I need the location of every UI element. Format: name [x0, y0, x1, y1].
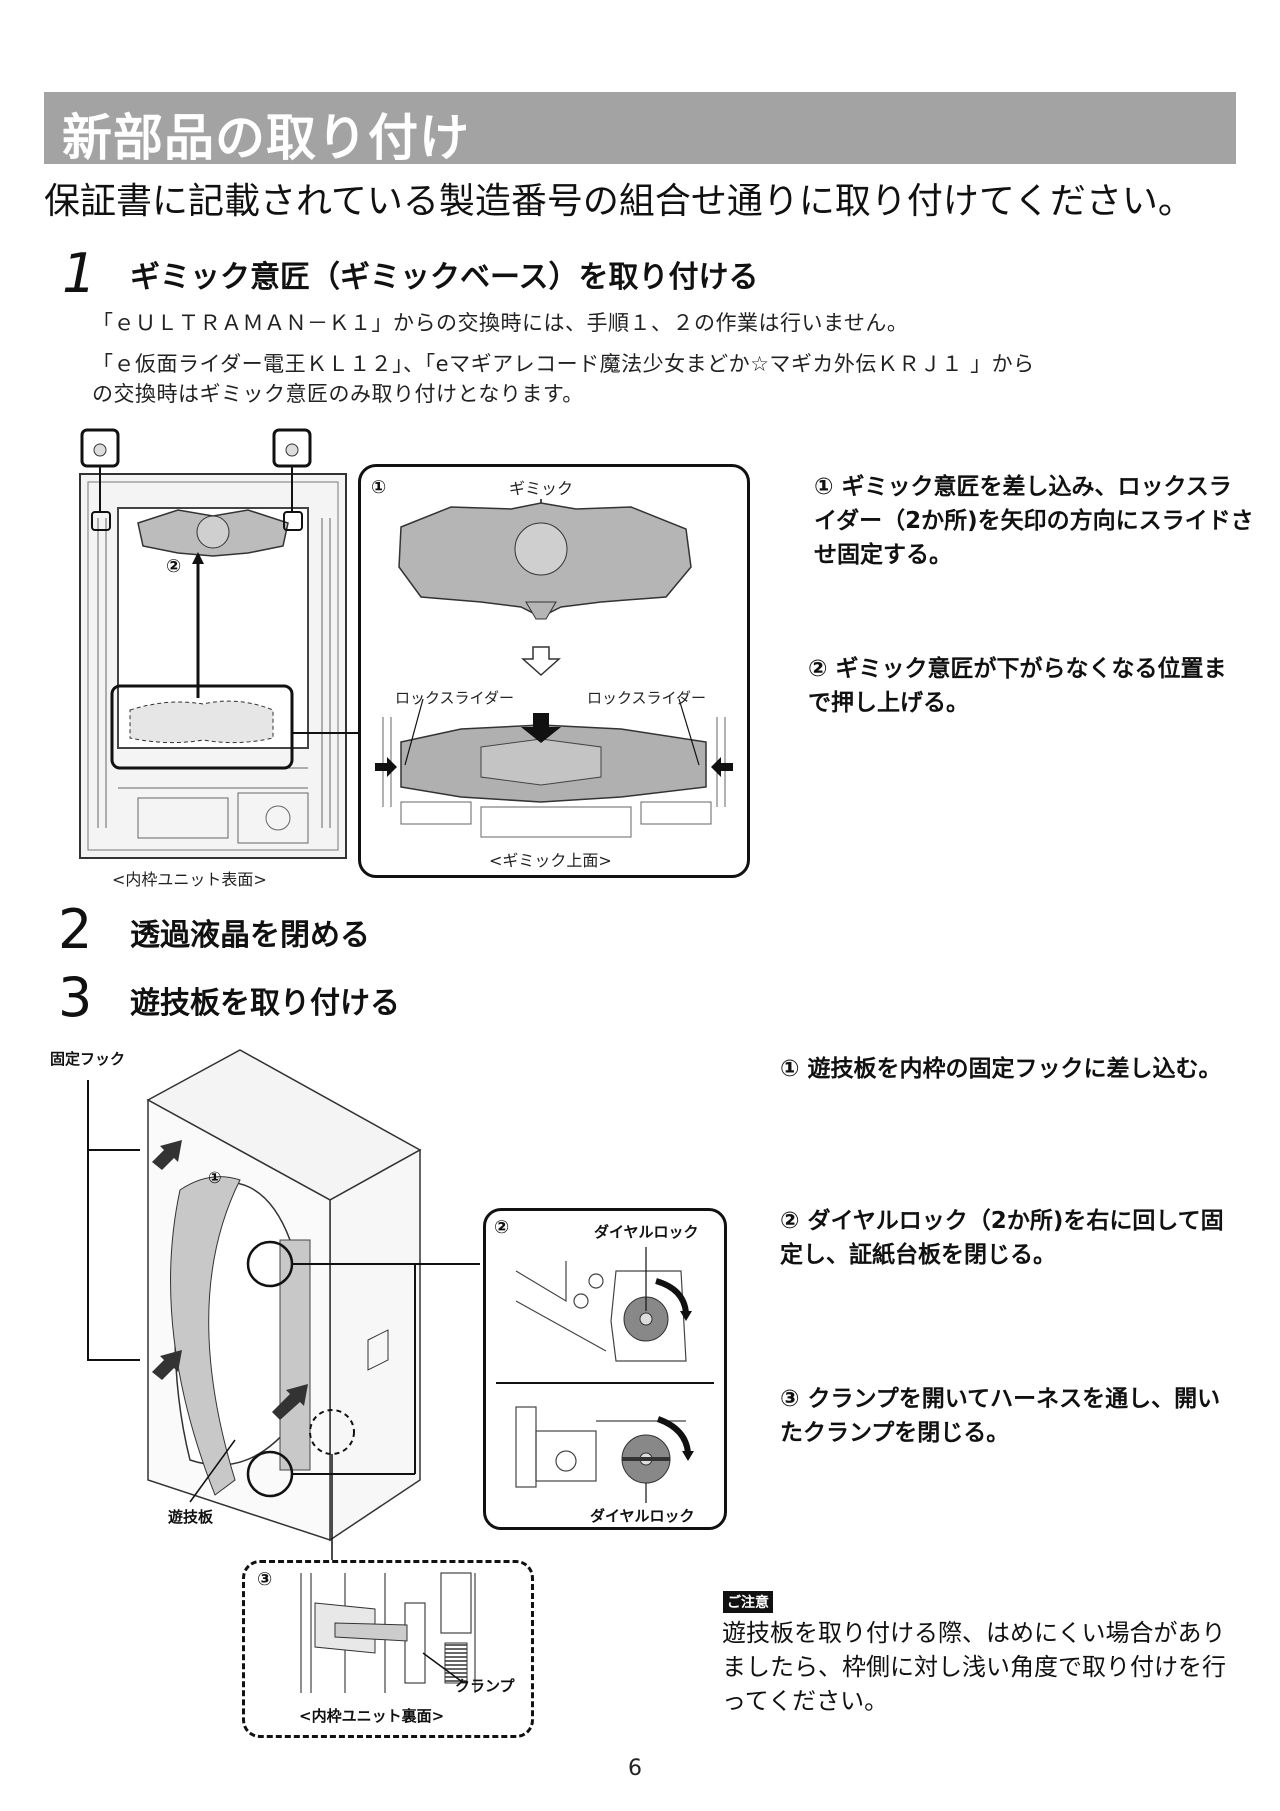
instruction-text: クランプを開いてハーネスを通し、開いたクランプを閉じる。: [780, 1386, 1221, 1446]
clamp-detail-panel: ③ クランプ <内枠ユニット裏面>: [242, 1560, 534, 1738]
gimmick-top-caption: <ギミック上面>: [489, 851, 612, 870]
game-board-label: 遊技板: [168, 1508, 214, 1526]
lock-slider-label-left: ロックスライダー: [395, 689, 514, 707]
caution-tag: ご注意: [723, 1591, 773, 1613]
step-1-number: 1: [62, 242, 97, 305]
dial-lock-label-bottom: ダイヤルロック: [590, 1507, 695, 1525]
inner-frame-front-caption: <内枠ユニット表面>: [112, 870, 267, 889]
page-title: 新部品の取り付け: [62, 109, 470, 167]
instruction-text: ギミック意匠を差し込み、ロックスライダー（2か所)を矢印の方向にスライドさせ固定…: [814, 474, 1254, 568]
instruction-marker: ③: [780, 1386, 800, 1412]
instruction-text: ギミック意匠が下がらなくなる位置まで押し上げる。: [808, 656, 1227, 716]
gimmick-drawing: [375, 499, 733, 838]
step-3-instruction-2: ② ダイヤルロック（2か所)を右に回して固定し、証紙台板を閉じる。: [780, 1204, 1240, 1272]
fixing-hook-label: 固定フック: [50, 1050, 126, 1068]
step-1-instruction-2: ② ギミック意匠が下がらなくなる位置まで押し上げる。: [808, 652, 1248, 720]
instruction-marker: ①: [780, 1056, 800, 1082]
inner-frame-back-caption: <内枠ユニット裏面>: [299, 1707, 445, 1725]
panel-marker: ①: [371, 477, 387, 498]
cabinet-drawing: [87, 1049, 480, 1560]
clamp-label: クランプ: [455, 1677, 515, 1695]
step-1-note-1: 「ｅＵＬＴＲＡＭＡＮ－Ｋ１」からの交換時には、手順１、２の作業は行いません。: [92, 311, 909, 335]
lock-slider-label-right: ロックスライダー: [587, 689, 706, 707]
gimmick-detail-panel: ① ギミック ロックスライダー ロックスライダー <ギミック上面>: [358, 464, 750, 878]
step-3-instruction-3: ③ クランプを開いてハーネスを通し、開いたクランプを閉じる。: [780, 1382, 1240, 1450]
title-bar: [44, 92, 1236, 164]
instruction-text: 遊技板を内枠の固定フックに差し込む。: [807, 1056, 1222, 1082]
dial-lock-label-top: ダイヤルロック: [594, 1223, 699, 1241]
dial-lock-drawing: [496, 1247, 714, 1503]
clamp-drawing: [300, 1572, 476, 1693]
inner-frame-drawing: [79, 428, 360, 859]
page-number: 6: [628, 1756, 642, 1781]
step-1-instruction-1: ① ギミック意匠を差し込み、ロックスライダー（2か所)を矢印の方向にスライドさせ…: [814, 470, 1254, 572]
step-3-instruction-1: ① 遊技板を内枠の固定フックに差し込む。: [780, 1052, 1240, 1086]
figure-marker: ②: [166, 556, 182, 577]
dial-lock-panel: ② ダイヤルロック ダイヤルロック: [483, 1208, 727, 1530]
step-2-number: 2: [58, 898, 93, 961]
step-1-note-3: の交換時はギミック意匠のみ取り付けとなります。: [92, 382, 584, 406]
gimmick-label: ギミック: [509, 479, 574, 498]
cabinet-marker: ①: [208, 1168, 222, 1187]
caution-text: 遊技板を取り付ける際、はめにくい場合がありましたら、枠側に対し浅い角度で取り付け…: [722, 1619, 1226, 1715]
inner-frame-front-figure: ②: [78, 428, 360, 868]
instruction-text: ダイヤルロック（2か所)を右に回して固定し、証紙台板を閉じる。: [780, 1208, 1224, 1268]
step-1-heading: ギミック意匠（ギミックベース）を取り付ける: [130, 260, 759, 295]
page-subtitle: 保証書に記載されている製造番号の組合せ通りに取り付けてください。: [44, 181, 1194, 222]
step-2-heading: 透過液晶を閉める: [130, 918, 370, 953]
instruction-marker: ②: [808, 656, 828, 682]
step-3-number: 3: [58, 966, 93, 1029]
dial-panel-marker: ②: [494, 1217, 510, 1238]
cabinet-figure: 固定フック ① 遊技板: [50, 1040, 480, 1560]
clamp-panel-marker: ③: [257, 1569, 273, 1590]
instruction-marker: ②: [780, 1208, 800, 1234]
instruction-marker: ①: [814, 474, 834, 500]
step-1-note-2: 「ｅ仮面ライダー電王ＫＬ１２」、「eマギアレコード魔法少女まどか☆マギカ外伝ＫＲ…: [92, 352, 1035, 376]
step-3-heading: 遊技板を取り付ける: [130, 986, 400, 1021]
